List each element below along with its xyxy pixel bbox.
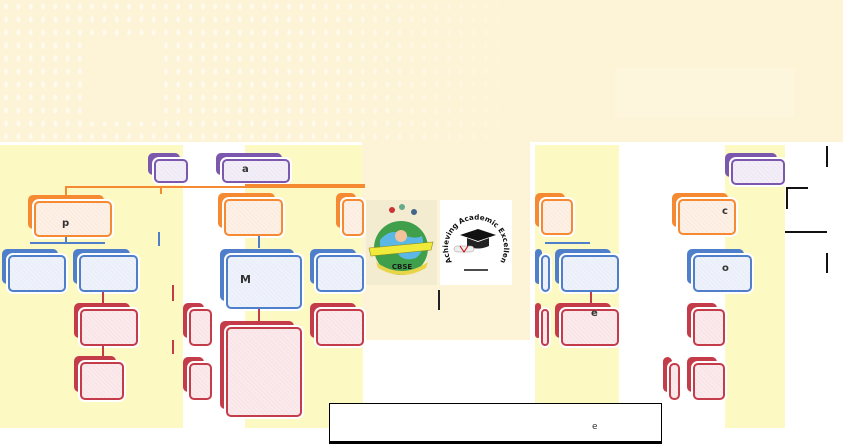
orange-org-box bbox=[28, 195, 112, 237]
box-label-a: a bbox=[242, 164, 249, 175]
red-org-box bbox=[183, 303, 212, 346]
connector-line bbox=[258, 236, 260, 248]
red-org-box bbox=[183, 357, 212, 400]
connector-line bbox=[65, 186, 67, 196]
orange-org-box bbox=[535, 193, 573, 235]
red-org-box bbox=[663, 357, 680, 400]
connector-line bbox=[160, 186, 162, 194]
connector-line bbox=[158, 232, 160, 246]
blue-org-box bbox=[535, 249, 550, 292]
box-label-m: M bbox=[240, 273, 251, 286]
box-label-o: o bbox=[722, 263, 729, 274]
connector-line bbox=[258, 309, 260, 321]
divider-line bbox=[826, 253, 828, 273]
connector-line bbox=[590, 292, 592, 304]
box-label-e: e bbox=[591, 308, 598, 319]
blue-org-box bbox=[2, 249, 66, 292]
connector-line bbox=[172, 285, 174, 301]
blue-org-box bbox=[220, 249, 302, 309]
caption-box: e bbox=[329, 403, 662, 444]
red-org-box bbox=[74, 303, 138, 346]
connector-line bbox=[65, 237, 67, 243]
connector-line bbox=[65, 186, 365, 188]
blue-org-box bbox=[73, 249, 138, 292]
connector-line bbox=[245, 184, 365, 186]
banner-block bbox=[88, 40, 158, 122]
blue-org-box bbox=[310, 249, 364, 292]
red-org-box bbox=[555, 303, 619, 346]
blue-org-box bbox=[555, 249, 619, 292]
connector-line bbox=[172, 340, 174, 354]
purple-org-box bbox=[216, 153, 290, 183]
globe-logo-text: CBSE bbox=[392, 263, 413, 271]
bracket-line bbox=[786, 187, 808, 209]
connector-line bbox=[102, 346, 104, 358]
purple-org-box bbox=[148, 153, 188, 183]
globe-children-icon: CBSE bbox=[368, 204, 434, 275]
caption-text: e bbox=[592, 422, 598, 432]
orange-org-box bbox=[336, 193, 364, 236]
academic-logo: Achieving Academic Excellence bbox=[438, 193, 512, 285]
red-org-box bbox=[310, 303, 364, 346]
banner-card bbox=[615, 68, 795, 118]
red-org-box bbox=[687, 357, 725, 400]
box-label-p: p bbox=[62, 218, 70, 229]
divider-line bbox=[785, 231, 827, 233]
box-label-c: c bbox=[722, 206, 728, 217]
red-org-box bbox=[220, 321, 302, 417]
purple-org-box bbox=[725, 153, 785, 185]
globe-logo: CBSE bbox=[366, 200, 437, 285]
blue-org-box bbox=[687, 249, 752, 292]
graduation-cap-icon: Achieving Academic Excellence bbox=[438, 193, 511, 271]
divider-line bbox=[438, 290, 440, 310]
red-org-box bbox=[74, 356, 124, 400]
red-org-box bbox=[687, 303, 725, 346]
divider-line bbox=[826, 146, 828, 167]
connector-line bbox=[30, 242, 105, 244]
orange-org-box bbox=[672, 193, 736, 235]
connector-line bbox=[102, 292, 104, 304]
connector-line bbox=[545, 242, 590, 244]
red-org-box bbox=[535, 303, 549, 346]
orange-org-box bbox=[218, 193, 283, 236]
